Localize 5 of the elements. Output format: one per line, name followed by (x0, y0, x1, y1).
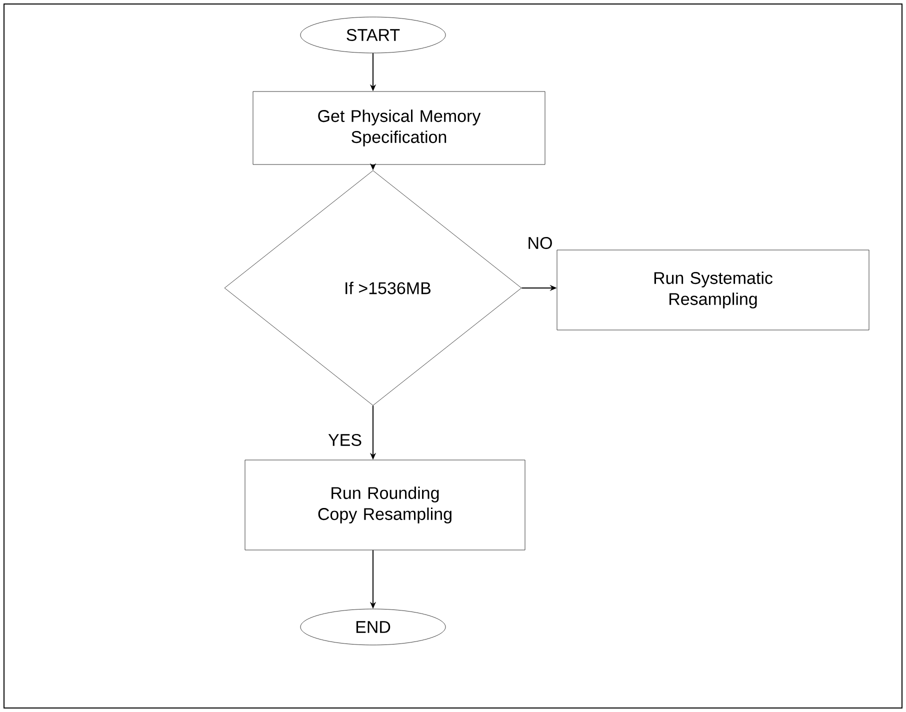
process-box: Run Systematic Resampling (556, 250, 870, 330)
process-box: Get Physical Memory Specification (252, 91, 546, 165)
process-box: Run Rounding Copy Resampling (244, 460, 526, 550)
edge-label: NO (526, 236, 554, 250)
edge-label: YES (327, 432, 363, 448)
